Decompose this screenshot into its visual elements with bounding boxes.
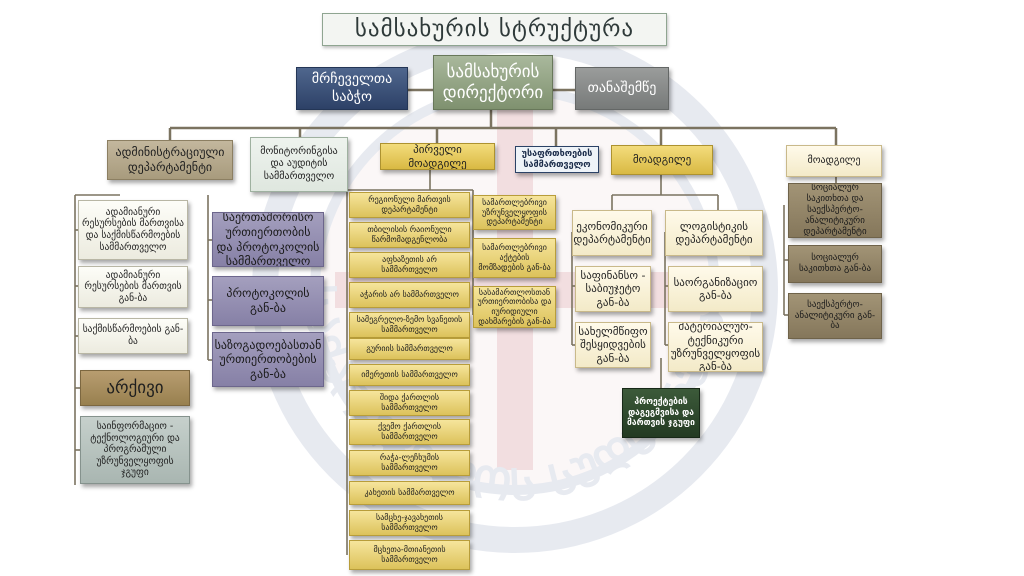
hr-section-box: ადამიანური რესურსების მართვის გან-ბა <box>78 266 188 308</box>
regional-department-box: რეგიონული მართვის დეპარტამენტი <box>349 192 470 218</box>
mtskheta-mtianeti-office-box: მცხეთა-მთიანეთის სამმართველო <box>349 540 470 570</box>
it-group-box: საინფორმაციო - ტექნოლოგიური და პროგრამულ… <box>80 416 190 484</box>
deputy-right-box: მოადგილე <box>786 145 882 177</box>
adjara-office-box: აჭარის არ სამმართველო <box>349 282 470 308</box>
legal-acts-section-box: სამართლებრივი აქტების მომზადების გან-ბა <box>473 238 556 278</box>
admin-department-box: ადმინისტრაციული დეპარტამენტი <box>107 140 233 180</box>
tbilisi-representation-box: თბილისის რაიონული წარმომადგენლობა <box>349 222 470 248</box>
monitoring-audit-box: მონიტორინგისა და აუდიტის სამმართველო <box>250 137 348 192</box>
social-expert-department-box: სოციალურ საკითხთა და საექსპერტო-ანალიტიკ… <box>788 183 882 238</box>
first-deputy-box: პირველი მოადგილე <box>380 143 495 170</box>
project-planning-group-box: პროექტების დაგეგმვისა და მართვის ჯგუფი <box>622 388 700 438</box>
hr-records-dept-box: ადამიანური რესურსების მართვისა და საქმის… <box>78 200 188 260</box>
shida-kartli-office-box: შიდა ქართლის სამმართველო <box>349 390 470 416</box>
legal-department-box: სამართლებრივი უზრუნველყოფის დეპარტამენტი <box>473 195 556 230</box>
expert-analytical-section-box: საექსპერტო-ანალიტიკური გან-ბა <box>788 293 882 339</box>
public-relations-box: საზოგადოებასთან ურთიერთობების გან-ბა <box>212 332 324 387</box>
security-box: უსაფრთხოების სამმართველო <box>515 146 599 173</box>
logistics-department-box: ლოგისტიკის დეპარტამენტი <box>665 210 763 256</box>
deputy-box: მოადგილე <box>611 145 713 175</box>
procurement-section-box: სახელმწიფო შესყიდვების გან-ბა <box>575 322 651 368</box>
kvemo-kartli-office-box: ქვემო ქართლის სამმართველო <box>349 419 470 445</box>
records-section-box: საქმისწარმოების გან-ბა <box>78 318 188 354</box>
racha-lechkhumi-office-box: რაჭა-ლეჩხუმის სამმართველო <box>349 450 470 476</box>
economic-department-box: ეკონომიკური დეპარტამენტი <box>572 210 652 256</box>
page-title: სამსახურის სტრუქტურა <box>322 13 667 46</box>
finance-budget-section-box: საფინანსო - საბიუჯეტო გან-ბა <box>575 266 651 312</box>
imereti-office-box: იმერეთის სამმართველო <box>349 364 470 386</box>
organizational-section-box: საორგანიზაციო გან-ბა <box>668 266 763 312</box>
assistant-box: თანაშემწე <box>575 67 669 110</box>
samtskhe-javakheti-office-box: სამცხე-ჯავახეთის სამმართველო <box>349 510 470 536</box>
social-affairs-section-box: სოციალურ საკითხთა გან-ბა <box>788 245 882 283</box>
guria-office-box: გურიის სამმართველო <box>349 338 470 360</box>
samegrelo-office-box: სამეგრელო-ზემო სვანეთის სამმართველო <box>349 312 470 338</box>
archive-box: არქივი <box>80 370 190 406</box>
abkhazia-office-box: აფხაზეთის არ სამმართველო <box>349 252 470 278</box>
intl-relations-box: საერთაშორისო ურთიერთობის და პროტოკოლის ს… <box>212 212 324 267</box>
court-relations-section-box: სასამართლოსთან ურთიერთობისა და იურიდიული… <box>473 286 556 328</box>
kakheti-office-box: კახეთის სამმართველო <box>349 481 470 505</box>
logistics-support-section-box: მატერიალურ-ტექნიკური უზრუნველყოფის გან-ბ… <box>668 322 763 372</box>
director-box: სამსახურის დირექტორი <box>433 55 553 110</box>
protocol-section-box: პროტოკოლის გან-ბა <box>212 276 324 326</box>
council-box: მრჩეველთა საბჭო <box>296 67 408 110</box>
